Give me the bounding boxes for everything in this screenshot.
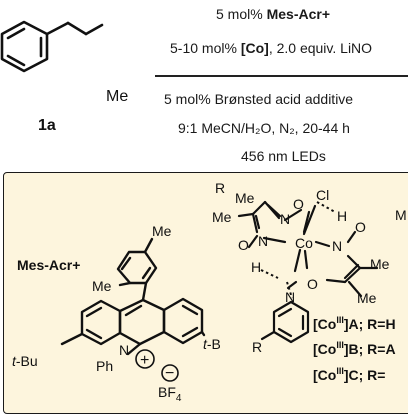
upper-oxygen-far: O — [355, 219, 366, 235]
cobalt-loading: 5-10 mol% — [170, 40, 241, 56]
lower-methyl-2: Me — [357, 290, 377, 306]
upper-r-label: R — [215, 180, 225, 196]
n-phenyl-label: Ph — [96, 358, 113, 374]
negative-charge-circle — [161, 364, 179, 382]
condition-acid: 5 mol% Brønsted acid additive — [164, 91, 354, 107]
negative-charge: − — [165, 365, 174, 382]
condition-cobalt: 5-10 mol% [Co], 2.0 equiv. LiNO — [170, 40, 372, 56]
catalyst-loading: 5 mol% — [216, 6, 267, 22]
pyridine-substituent: R — [252, 339, 262, 355]
condition-catalyst: 5 mol% Mes-Acr+ — [216, 6, 330, 22]
reaction-arrow-line — [155, 75, 408, 77]
lower-hydrogen: H — [251, 259, 261, 275]
upper-oxygen-left: O — [238, 237, 249, 253]
catalyst-panel — [3, 172, 408, 414]
right-nitrogen: N — [332, 238, 342, 254]
catalyst-b-label: [CoIII]B; R=A — [313, 340, 396, 357]
positive-charge: + — [140, 352, 149, 369]
mesityl-ortho-methyl: Me — [92, 278, 112, 294]
cobaloxime-structure: Me Me N O Cl H O O N Co N Me Me H O N R … — [212, 180, 407, 383]
pyridine-nitrogen: N — [285, 289, 295, 305]
tetrafluoroborate: BF4 — [158, 384, 182, 404]
lower-oxygen: O — [307, 276, 318, 292]
substrate-methyl-label: Me — [106, 88, 128, 105]
upper-methyl-2: Me — [212, 209, 232, 225]
upper-oxygen-right: O — [293, 196, 304, 212]
acridinium-nitrogen: N — [119, 342, 129, 358]
mesityl-para-methyl: Me — [152, 223, 172, 239]
upper-nitrogen: N — [280, 211, 290, 227]
condition-solvent: 9:1 MeCN/H₂O, N₂, 20-44 h — [178, 120, 350, 136]
substrate-structure: Me 1a — [0, 20, 128, 134]
tbu-right-label: t-Bu — [203, 336, 220, 352]
cobalt-center: Co — [295, 235, 313, 251]
catalyst-c-label: [CoIII]C; R= — [313, 366, 385, 383]
left-nitrogen: N — [258, 233, 268, 249]
lino-reagent: , 2.0 equiv. LiNO — [268, 40, 373, 56]
tbu-left-label: t-Bu — [12, 353, 38, 369]
partial-methyl-label: M — [395, 207, 407, 223]
catalyst-name: Mes-Acr+ — [266, 6, 330, 22]
catalyst-a-label: [CoIII]A; R=H — [313, 315, 396, 332]
positive-charge-circle — [135, 349, 155, 369]
mes-acr-title: Mes-Acr+ — [17, 257, 80, 273]
substrate-label: 1a — [38, 117, 56, 134]
chloride-ligand: Cl — [316, 187, 329, 203]
upper-methyl-1: Me — [235, 190, 255, 206]
condition-light: 456 nm LEDs — [241, 148, 326, 164]
upper-hydrogen: H — [337, 208, 347, 224]
mes-acr-structure: Mes-Acr+ Me Me N Ph + − BF4 t-Bu t-Bu — [12, 223, 220, 404]
lower-methyl-1: Me — [370, 256, 390, 272]
cobalt-name: [Co] — [240, 40, 269, 56]
